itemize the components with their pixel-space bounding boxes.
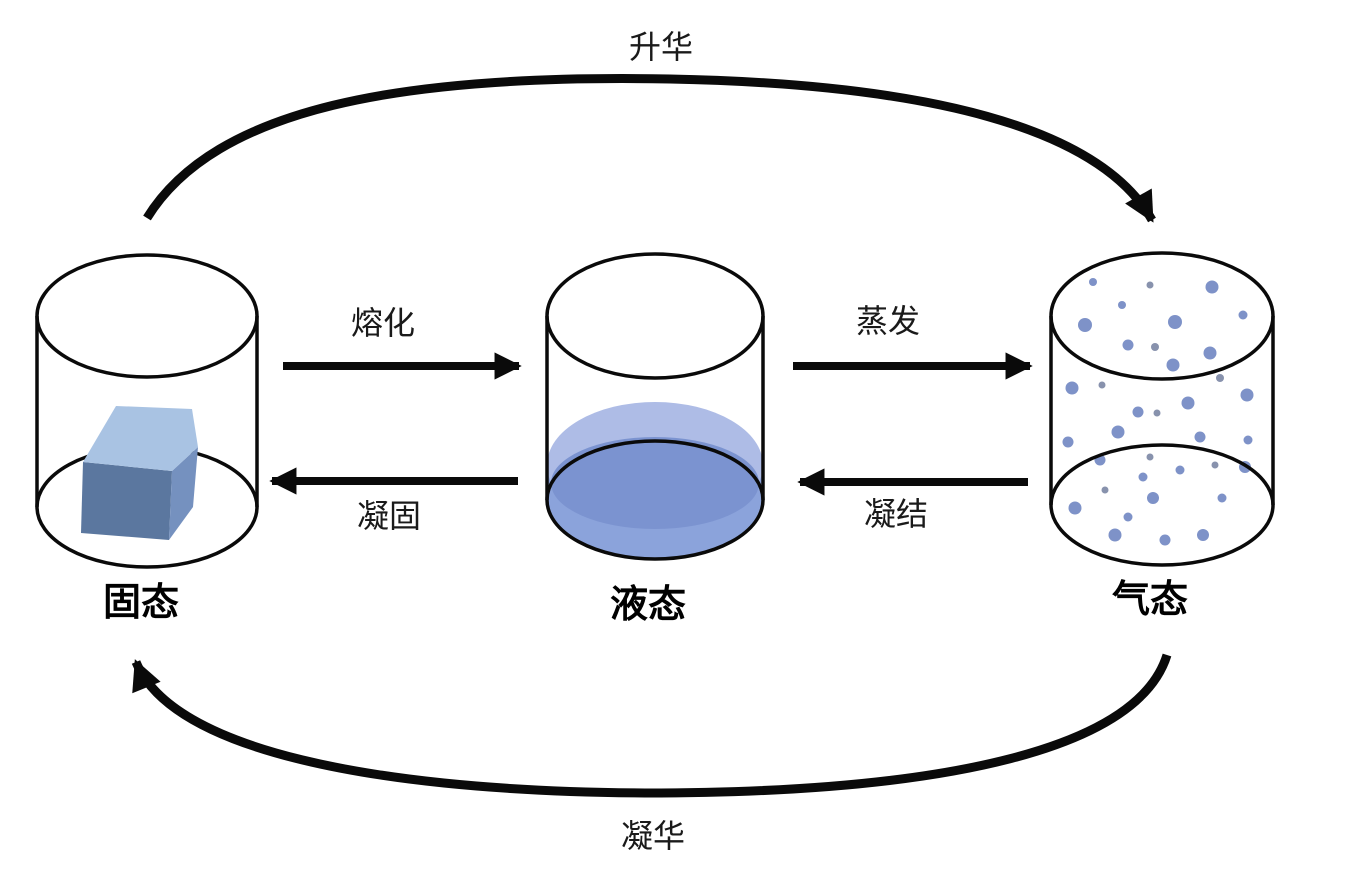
solid-block-side-face (169, 447, 198, 540)
gas-particles-small (1098, 281, 1224, 494)
gas-particle (1151, 343, 1159, 351)
melting-label: 熔化 (351, 305, 415, 341)
liquid-surface-inner (551, 437, 759, 529)
gas-particle (1181, 396, 1195, 410)
gas-particle (1159, 534, 1171, 546)
solid-container (35, 253, 259, 569)
gas-particle (1065, 381, 1079, 395)
gas-particle (1138, 472, 1148, 482)
gas-container (1049, 251, 1275, 567)
gas-particle (1168, 315, 1182, 329)
evaporation-label: 蒸发 (856, 303, 920, 339)
solid-block (81, 406, 198, 540)
gas-particle (1243, 435, 1253, 445)
gas-particle (1098, 381, 1106, 389)
liquid-container (545, 252, 765, 561)
gas-particle (1166, 358, 1180, 372)
gas-particle (1068, 501, 1082, 515)
gas-state-label: 气态 (1112, 579, 1188, 621)
gas-particle (1062, 436, 1074, 448)
sublimation-arc (143, 74, 1156, 223)
gas-particle (1118, 301, 1126, 309)
gas-particle (1108, 528, 1122, 542)
gas-particle (1175, 465, 1185, 475)
gas-particles (1062, 278, 1254, 546)
solid-block-front-face (81, 462, 172, 540)
deposition-label: 凝华 (621, 818, 685, 854)
gas-particle (1203, 346, 1217, 360)
gas-particle (1216, 374, 1224, 382)
gas-particle (1122, 339, 1134, 351)
gas-particle (1153, 409, 1161, 417)
gas-particle (1146, 281, 1154, 289)
gas-particle (1238, 310, 1248, 320)
solid-container-top (35, 253, 259, 379)
gas-particle (1197, 529, 1209, 541)
deposition-arrow (131, 653, 1172, 798)
solid-state-label: 固态 (103, 582, 179, 624)
freezing-label: 凝固 (357, 498, 421, 534)
gas-particle (1132, 406, 1144, 418)
gas-particle (1194, 431, 1206, 443)
gas-particle (1211, 461, 1219, 469)
gas-particle (1111, 425, 1125, 439)
gas-particle (1101, 486, 1109, 494)
gas-particle (1240, 388, 1254, 402)
liquid-fill (547, 402, 763, 559)
gas-particle (1146, 453, 1154, 461)
condensation-label: 凝结 (864, 496, 928, 532)
gas-particle (1123, 512, 1133, 522)
gas-particle (1089, 278, 1097, 286)
gas-particle (1078, 318, 1092, 332)
liquid-state-label: 液态 (610, 584, 686, 626)
liquid-container-top (545, 252, 765, 380)
deposition-arc (131, 653, 1172, 798)
sublimation-arrow (143, 74, 1156, 223)
solid-block-top-face (83, 406, 198, 471)
gas-particle (1217, 493, 1227, 503)
gas-particle (1205, 280, 1219, 294)
gas-container-bottom (1049, 443, 1275, 567)
gas-particle (1147, 492, 1159, 504)
sublimation-label: 升华 (629, 29, 693, 65)
